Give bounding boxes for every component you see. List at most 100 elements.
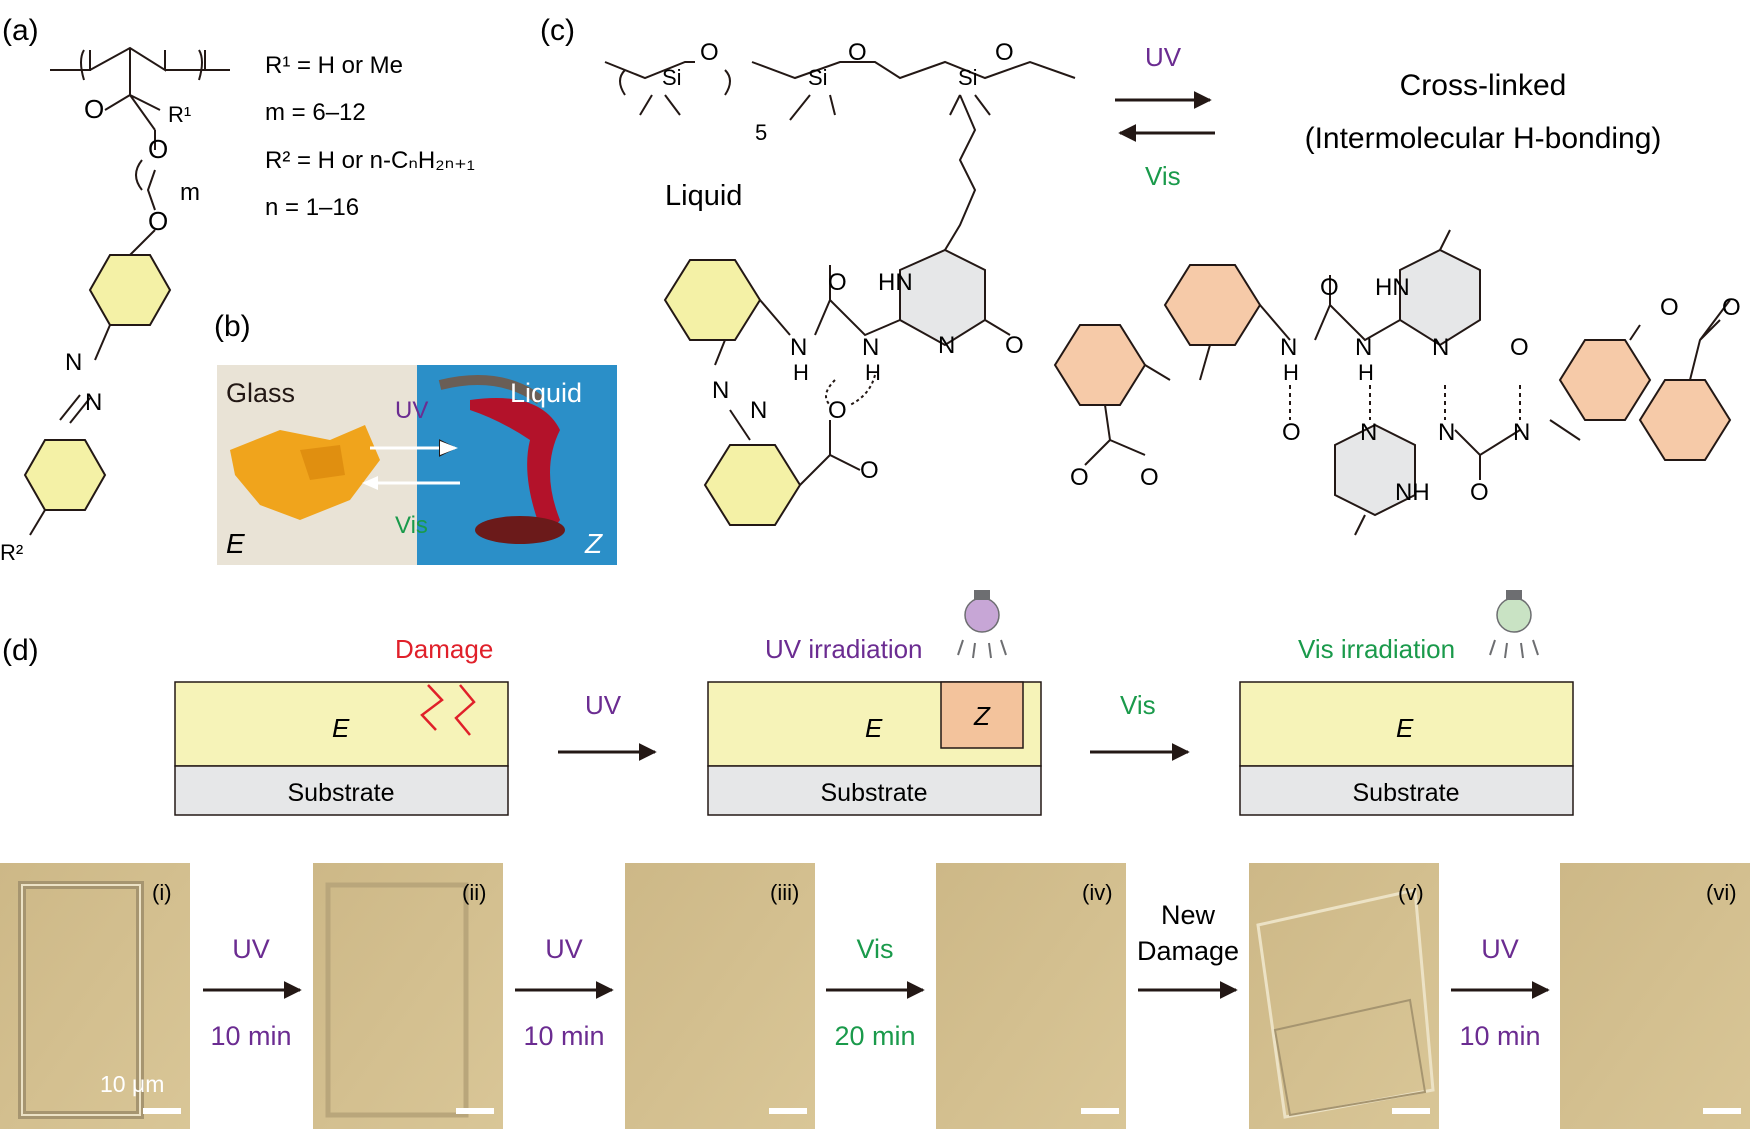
scale-bar-v <box>1392 1108 1430 1114</box>
panel-label-a: (a) <box>2 14 39 47</box>
schematic-uv-arrow-label: UV <box>585 690 622 720</box>
urea-h-2: H <box>865 360 881 385</box>
crack-2 <box>454 684 476 736</box>
photo-arrowhead-right <box>440 441 458 455</box>
dimer-ester-o-1: O <box>1660 294 1679 321</box>
uv-bulb-icon <box>957 590 1007 659</box>
micrograph-label-i: (i) <box>152 880 172 905</box>
schematic-vis-arrow-label: Vis <box>1120 690 1156 720</box>
azo-n-top: N <box>65 349 82 376</box>
micrograph-label-ii: (ii) <box>462 880 486 905</box>
scale-bar-ii <box>456 1108 494 1114</box>
azo-n-c2: N <box>750 397 767 424</box>
substrate-3 <box>1239 765 1574 816</box>
photo-liquid-label: Liquid <box>510 378 582 408</box>
dimer-ester-o-4: O <box>1140 464 1159 491</box>
dimer-nh: NH <box>1395 479 1430 506</box>
liquid-label: Liquid <box>665 180 742 212</box>
photo-uv-label: UV <box>395 397 428 424</box>
layer-e-1 <box>174 681 509 767</box>
panel-label-c: (c) <box>540 14 575 47</box>
micrograph-v <box>1249 863 1439 1129</box>
c-uv-label: UV <box>1145 42 1182 72</box>
vis-bulb-icon <box>1489 590 1539 659</box>
micrograph-vi <box>1560 863 1750 1129</box>
dimer-hn: HN <box>1375 274 1410 301</box>
r1-definition: R¹ = H or Me <box>265 52 403 79</box>
si-3: Si <box>958 65 978 90</box>
micrograph-label-vi: (vi) <box>1706 880 1737 905</box>
dimer-h-2: H <box>1358 360 1374 385</box>
micrograph-ii <box>313 863 503 1129</box>
n-definition: n = 1–16 <box>265 194 359 221</box>
dimer-h-1: H <box>1283 360 1299 385</box>
micrograph-label-iii: (iii) <box>770 880 799 905</box>
ester-o: O <box>860 457 879 484</box>
micrograph-iv <box>936 863 1126 1129</box>
uv-irradiation-caption: UV irradiation <box>765 634 923 664</box>
pyrimidine-n: N <box>938 332 955 359</box>
photo-z-label: Z <box>584 528 603 559</box>
micrograph-iii <box>625 863 815 1129</box>
panel-label-d: (d) <box>2 634 39 667</box>
layer-e-label-2: E <box>865 713 883 743</box>
substrate-2 <box>707 765 1042 816</box>
photo-arrowhead-left <box>362 476 378 490</box>
panel-c-dimer <box>1053 229 1732 536</box>
transition-4-line2: Damage <box>1137 936 1239 966</box>
damage-caption: Damage <box>395 634 493 664</box>
panel-label-b: (b) <box>214 310 251 343</box>
scale-bar-vi <box>1703 1108 1741 1114</box>
o-3: O <box>995 39 1014 66</box>
carbonyl-o-label: O <box>84 94 104 124</box>
scale-bar-label: 10 μm <box>100 1071 164 1097</box>
transition-5-top: UV <box>1481 934 1519 964</box>
transition-2-top: UV <box>545 934 583 964</box>
dimer-n-2: N <box>1355 334 1372 361</box>
substrate-1 <box>174 765 509 816</box>
transition-3-top: Vis <box>856 934 893 964</box>
c-vis-label: Vis <box>1145 161 1181 191</box>
photo-glass-label: Glass <box>226 378 295 408</box>
scale-bar-iv <box>1081 1108 1119 1114</box>
substrate-label-3: Substrate <box>1352 779 1459 807</box>
hn-label: HN <box>878 269 913 296</box>
z-label: Z <box>973 701 991 731</box>
o-2: O <box>848 39 867 66</box>
si-1: Si <box>662 65 682 90</box>
ester-carbonyl-o: O <box>828 397 847 424</box>
layer-e-label-1: E <box>332 713 350 743</box>
dimer-o-3: O <box>1510 334 1529 361</box>
panel-c-monomer <box>663 248 1011 526</box>
layer-e-label-3: E <box>1396 713 1414 743</box>
dimer-o-4: O <box>1282 419 1301 446</box>
r2-label: R² <box>0 540 23 565</box>
dimer-ester-o-2: O <box>1722 294 1741 321</box>
transition-1-top: UV <box>232 934 270 964</box>
o-1: O <box>700 39 719 66</box>
dimer-n-4: N <box>1360 419 1377 446</box>
ether-o-label: O <box>148 206 168 236</box>
panel-b-photo <box>217 365 617 565</box>
transition-2-bottom: 10 min <box>523 1021 604 1051</box>
si-2: Si <box>808 65 828 90</box>
azo-n-c1: N <box>712 377 729 404</box>
micrograph-label-v: (v) <box>1398 880 1424 905</box>
urea-o: O <box>828 269 847 296</box>
dimer-n-6: N <box>1513 419 1530 446</box>
transition-4-line1: New <box>1161 900 1216 930</box>
dimer-urea-o-1: O <box>1320 274 1339 301</box>
substrate-label-2: Substrate <box>820 779 927 807</box>
dimer-urea-o-2: O <box>1470 479 1489 506</box>
transition-5-bottom: 10 min <box>1459 1021 1540 1051</box>
micrograph-label-iv: (iv) <box>1082 880 1113 905</box>
step-uv-irradiation <box>707 590 1042 816</box>
urea-nh-2: N <box>862 334 879 361</box>
r1-label: R¹ <box>168 102 191 127</box>
vis-irradiation-caption: Vis irradiation <box>1298 634 1455 664</box>
crosslinked-title: Cross-linked <box>1400 69 1567 102</box>
urea-nh-1: N <box>790 334 807 361</box>
step-vis-irradiation <box>1239 590 1574 816</box>
dimer-n-1: N <box>1280 334 1297 361</box>
